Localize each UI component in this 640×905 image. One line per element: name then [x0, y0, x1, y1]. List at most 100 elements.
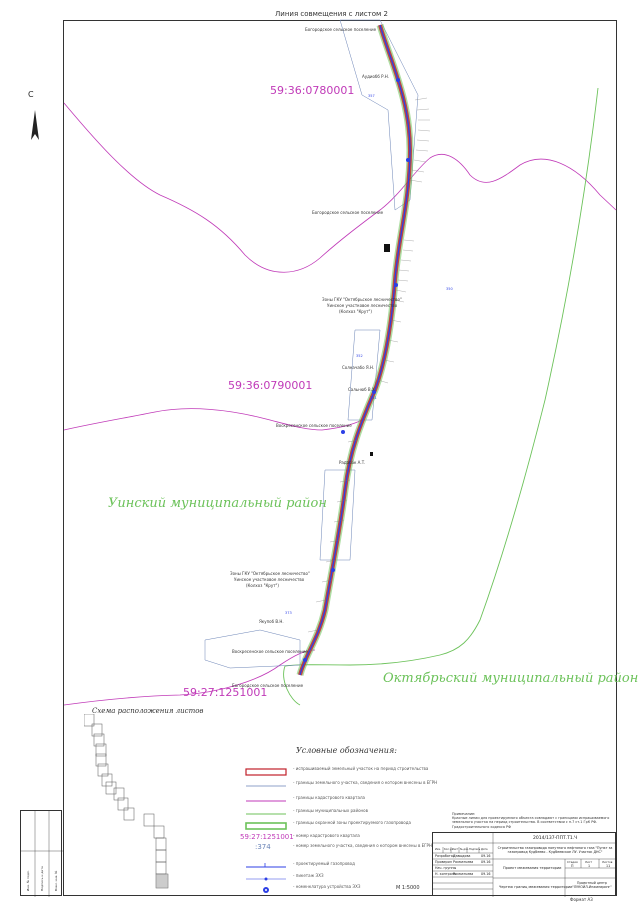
legend-item: - испрашиваемый земельный участок на пер… — [245, 766, 445, 778]
settlement-label: Богородское сельское поселение — [305, 27, 377, 32]
name-cell: Давыдова — [453, 854, 471, 858]
legend-item: - границы кадастрового квартала — [246, 795, 365, 802]
plot-label: 352 — [356, 354, 363, 358]
owner-label: Солначабо Я.Н. — [342, 365, 375, 370]
sheet-join-title: Линия совмещения с листом 2 — [275, 10, 388, 18]
forestry-label: Зоны ГКУ "Октябрьское лесничество" — [230, 571, 310, 576]
structure — [384, 244, 390, 252]
sheets-header: Листов — [602, 860, 613, 864]
settlement-label: Воскресенское сельское поселение — [232, 649, 308, 654]
owner-label: Сальнюб В.Х. — [348, 387, 376, 392]
ehz-marker — [394, 283, 398, 287]
note-text: Красные линии для проектируемого объекта… — [452, 816, 610, 829]
sheet-scheme — [84, 714, 169, 889]
forestry-label: Зоны ГКУ "Октябрьское лесничество" — [322, 297, 402, 302]
north-arrow-icon — [31, 110, 39, 140]
legend-title: Условные обозначения: — [296, 746, 397, 755]
doc-code: 2014/137-ППТ.Т1.Ч — [533, 836, 578, 841]
scale-label: М 1:5000 — [396, 885, 420, 891]
stage-header: Стадия — [567, 860, 578, 864]
district-boundary — [284, 87, 599, 667]
legend-item: 59:27:1251001 - номер кадастрового кварт… — [240, 833, 360, 841]
forestry-label: (Колхоз "Крут") — [339, 309, 372, 314]
stage-value: П — [571, 864, 574, 868]
date-cell: 09.16 — [481, 854, 491, 858]
settlement-label: Воскресенское сельское поселение — [276, 423, 352, 428]
date-cell: 09.16 — [481, 860, 491, 864]
header-cell: № док. — [460, 848, 469, 851]
name-cell: Рахматьева — [453, 872, 474, 876]
role-cell: Разработал — [435, 854, 455, 858]
parcel-outline-mid — [347, 329, 381, 421]
ehz-marker — [406, 158, 410, 162]
district-label: Октябрьский муниципальный район — [383, 671, 639, 686]
side-stamp-cell: Инв. № подл. — [26, 870, 30, 891]
legend-item: - границы охранной зоны проектируемого г… — [245, 820, 445, 832]
ehz-marker — [331, 568, 335, 572]
header-cell: Изм. — [435, 848, 441, 851]
legend-sample: :374 — [255, 843, 271, 851]
right-of-way-red — [298, 24, 413, 676]
legend-item: - границы земельного участка, сведения о… — [246, 780, 438, 787]
settlement-label: Богородское сельское поселение — [312, 210, 384, 215]
sheet-value: 1 — [588, 864, 591, 868]
side-stamp-cell: Подпись и дата — [40, 866, 44, 891]
forestry-label: Уинское участковое лесничество — [234, 577, 305, 582]
ehz-marker — [372, 390, 376, 394]
pipeline — [299, 24, 411, 676]
cadastral-block-label: 59:27:1251001 — [183, 686, 268, 699]
side-stamp: Инв. № подл. Подпись и дата Взам. инв. № — [20, 810, 63, 897]
quarter-boundary-mid — [63, 408, 363, 431]
sheets-value: 11 — [606, 864, 611, 868]
owner-label: Якупоб В.Н. — [259, 619, 284, 624]
plot-label: 373 — [285, 611, 292, 615]
structure — [370, 452, 373, 456]
role-cell: Нач. группы — [435, 866, 457, 870]
sheet-name: Проект межевания территории — [503, 866, 562, 870]
format-label: Формат А3 — [570, 897, 593, 902]
legend-item: - пикетаж ЭХЗ — [245, 873, 445, 885]
header-cell: Лист — [452, 848, 459, 851]
plot-label: 357 — [368, 94, 375, 98]
owner-label: Аудиобб Р.Н. — [362, 74, 390, 79]
north-label: С — [28, 90, 34, 99]
date-cell: 09.16 — [481, 872, 491, 876]
company-name: Проектный центр "ЛУКОЙЛ-Инжиниринг" — [572, 881, 612, 889]
title-block-grid — [433, 833, 617, 897]
role-cell: Проверил — [435, 860, 452, 864]
ehz-markers — [303, 78, 410, 662]
legend-item: :374 - номер земельного участка, сведени… — [255, 843, 432, 851]
sheet-header: Лист — [585, 860, 593, 864]
quarter-boundary-south — [63, 649, 316, 706]
settlement-label: Богородское сельское поселение — [232, 683, 304, 688]
header-cell: Кол.уч. — [444, 848, 454, 851]
drawing-name: Чертеж границ межевания территории — [499, 885, 573, 889]
forestry-label: Уинское участковое лесничество — [327, 303, 398, 308]
name-cell: Рахматьева — [453, 860, 474, 864]
forestry-label: (Колхоз "Крут") — [246, 583, 279, 588]
legend-item: - проектируемый газопровод — [246, 861, 355, 868]
ehz-marker — [303, 658, 307, 662]
project-name: Строительство газопровода попутного нефт… — [497, 846, 613, 854]
cadastral-block-label: 59:36:0790001 — [228, 379, 313, 392]
title-block: 2014/137-ППТ.Т1.Ч Строительство газопров… — [432, 832, 617, 897]
scheme-title: Схема расположения листов — [92, 707, 204, 715]
district-boundary-south — [283, 665, 301, 706]
role-cell: Н. контроль — [435, 872, 456, 876]
route-ticks — [301, 97, 431, 653]
header-cell: Подпись — [469, 848, 481, 851]
right-of-way-green — [296, 24, 414, 676]
district-label: Уинский муниципальный район — [108, 496, 327, 511]
note-block: Примечание: Красные линии для проектируе… — [452, 812, 612, 829]
cadastral-block-label: 59:36:0780001 — [270, 84, 355, 97]
note-title: Примечание: — [452, 812, 476, 816]
ehz-marker — [341, 430, 345, 434]
north-arrow: С — [27, 90, 43, 150]
legend-item: - номенклатура устройства ЭХЗ — [245, 884, 445, 896]
plot-label: 351 — [370, 396, 377, 400]
ehz-marker — [396, 78, 400, 82]
quarter-boundary-north — [63, 102, 617, 273]
header-cell: Дата — [481, 848, 488, 851]
legend-item: - границы муниципальных районов — [246, 808, 368, 815]
